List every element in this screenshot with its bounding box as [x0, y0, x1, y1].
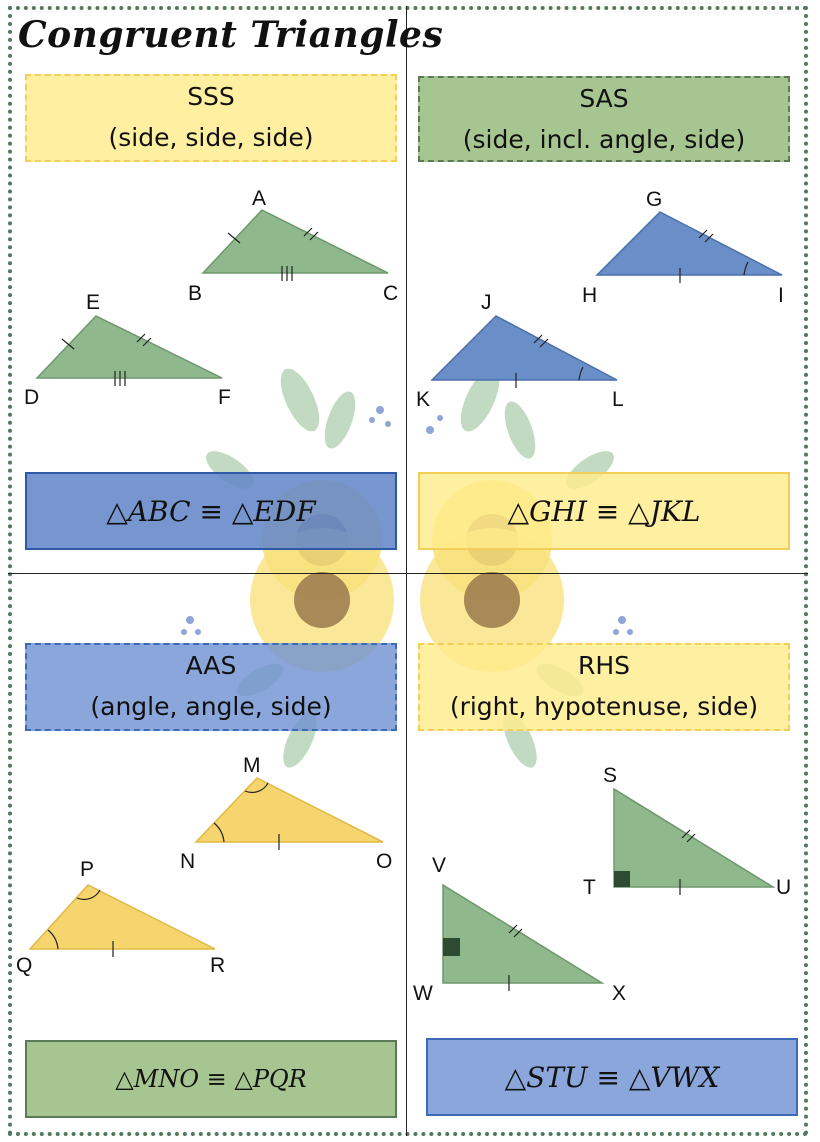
- vertex-label: N: [180, 850, 195, 873]
- vertex-label: V: [432, 854, 446, 877]
- tick-mark: [136, 333, 146, 343]
- tick-mark: [303, 227, 313, 237]
- right-angle-marker: [443, 938, 460, 956]
- page-title: Congruent Triangles: [18, 14, 444, 56]
- tick-mark: [686, 833, 696, 843]
- vertex-label: T: [583, 876, 596, 899]
- angle-arc: [244, 782, 269, 794]
- sas-congruence-box: △GHI ≡ △JKL: [418, 472, 790, 550]
- sss-description: (side, side, side): [108, 123, 314, 152]
- aas-name: AAS: [185, 651, 237, 680]
- triangle-abc: [201, 209, 389, 274]
- vertex-label: B: [188, 282, 202, 305]
- vertex-label: A: [252, 187, 266, 210]
- sss-congruence: △ABC ≡ △EDF: [106, 494, 316, 528]
- tick-mark: [681, 829, 691, 839]
- aas-header: AAS (angle, angle, side): [25, 643, 397, 731]
- tick-mark: [508, 924, 518, 934]
- right-angle-marker: [614, 871, 630, 887]
- vertex-label: D: [24, 386, 39, 409]
- vertical-divider: [406, 6, 407, 1136]
- sas-congruence: △GHI ≡ △JKL: [507, 494, 701, 528]
- vertex-label: Q: [16, 954, 32, 977]
- sas-name: SAS: [579, 84, 629, 113]
- tick-mark: [704, 233, 714, 243]
- tick-mark: [61, 338, 75, 350]
- sas-description: (side, incl. angle, side): [462, 125, 746, 154]
- tick-mark: [698, 229, 708, 239]
- vertex-label: E: [86, 291, 100, 314]
- rhs-header: RHS (right, hypotenuse, side): [418, 643, 790, 731]
- vertex-label: P: [80, 858, 94, 881]
- aas-congruence-box: △MNO ≡ △PQR: [25, 1040, 397, 1118]
- sss-name: SSS: [187, 82, 235, 111]
- vertex-label: M: [243, 754, 261, 777]
- rhs-congruence-box: △STU ≡ △VWX: [426, 1038, 798, 1116]
- tick-mark: [539, 338, 549, 348]
- sas-header: SAS (side, incl. angle, side): [418, 76, 790, 162]
- angle-arc: [213, 822, 225, 843]
- triangle-ghi: [595, 211, 783, 276]
- rhs-congruence: △STU ≡ △VWX: [504, 1060, 720, 1094]
- triangle-jkl: [430, 315, 618, 381]
- horizontal-divider: [8, 573, 808, 574]
- angle-arc: [578, 366, 584, 381]
- tick-mark: [227, 232, 241, 244]
- vertex-label: O: [376, 850, 392, 873]
- vertex-label: X: [612, 982, 626, 1005]
- sss-header: SSS (side, side, side): [25, 74, 397, 162]
- vertex-label: U: [776, 876, 791, 899]
- sss-congruence-box: △ABC ≡ △EDF: [25, 472, 397, 550]
- sunflower-left-lower: [250, 528, 394, 672]
- vertex-label: R: [210, 954, 225, 977]
- tick-mark: [533, 334, 543, 344]
- angle-arc: [47, 929, 59, 950]
- vertex-label: S: [603, 764, 617, 787]
- aas-description: (angle, angle, side): [90, 692, 332, 721]
- sunflower-right-lower: [420, 528, 564, 672]
- rhs-name: RHS: [577, 651, 631, 680]
- vertex-label: H: [582, 284, 597, 307]
- triangle-edf: [35, 315, 223, 379]
- vertex-label: L: [612, 388, 624, 411]
- tick-mark: [142, 337, 152, 347]
- rhs-description: (right, hypotenuse, side): [449, 692, 759, 721]
- blue-berries: [181, 406, 633, 635]
- triangle-pqr: [28, 884, 216, 950]
- vertex-label: W: [413, 982, 433, 1005]
- triangle-mno: [194, 777, 384, 843]
- vertex-label: I: [778, 284, 784, 307]
- aas-congruence: △MNO ≡ △PQR: [115, 1065, 307, 1093]
- vertex-label: F: [218, 386, 231, 409]
- angle-arc: [743, 261, 749, 276]
- triangle-stu: [613, 787, 776, 888]
- angle-arc: [76, 889, 101, 901]
- tick-mark: [309, 231, 319, 241]
- vertex-label: C: [383, 282, 398, 305]
- vertex-label: G: [646, 188, 662, 211]
- tick-mark: [513, 928, 523, 938]
- vertex-label: K: [416, 388, 430, 411]
- dotted-page-border: [8, 6, 808, 1136]
- vertex-label: J: [481, 291, 492, 314]
- triangle-vwx: [442, 883, 605, 984]
